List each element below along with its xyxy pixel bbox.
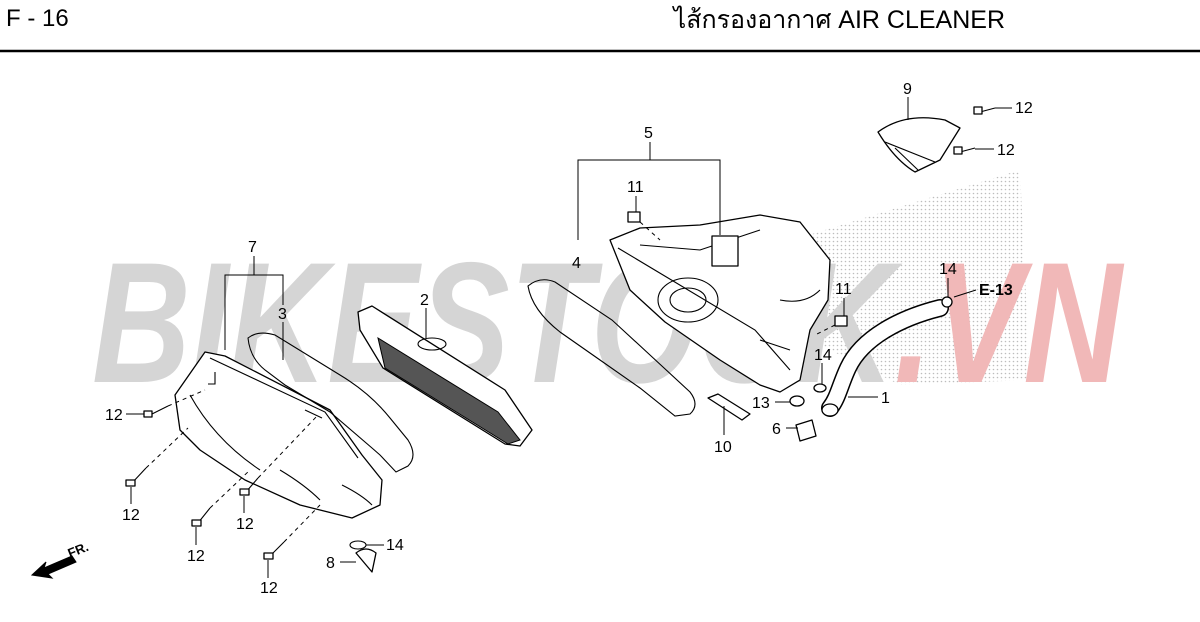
callout-6: 6: [772, 421, 781, 438]
bolt-11-top: [627, 211, 641, 223]
halftone-shading: [760, 170, 1030, 385]
reference-e13: E-13: [979, 282, 1013, 299]
callout-12-bottom-left: 12: [187, 548, 205, 565]
callout-4: 4: [572, 255, 581, 272]
callout-12-top-right: 12: [1015, 100, 1033, 117]
watermark-accent: VN: [932, 227, 1125, 419]
part-air-cleaner-cover: [174, 351, 383, 519]
callout-3: 3: [278, 306, 287, 323]
callout-14-bottom: 14: [386, 537, 404, 554]
callout-8: 8: [326, 555, 335, 572]
callout-12-left-lower: 12: [122, 507, 140, 524]
clamp-14-center: [813, 383, 827, 393]
front-direction-indicator: FR.: [30, 539, 91, 579]
callout-7: 7: [248, 239, 257, 256]
page-code: F - 16: [6, 5, 69, 32]
callout-1: 1: [881, 390, 890, 407]
callout-12-middle: 12: [236, 516, 254, 533]
callout-14-top-right: 14: [939, 261, 957, 278]
callout-labels: 1 2 3 4 5 6 7 8 9 10 11 11 12 12 12 12 1…: [105, 81, 1033, 597]
callout-9: 9: [903, 81, 912, 98]
leader-lines: [126, 97, 1012, 578]
arrow-left-icon: [30, 555, 77, 579]
callout-13: 13: [752, 395, 770, 412]
callout-12-right: 12: [997, 142, 1015, 159]
part-gasket-cover: [247, 332, 414, 473]
front-label: FR.: [66, 539, 91, 561]
part-plug: [795, 419, 817, 442]
part-air-cleaner-case: [609, 214, 831, 393]
bolt-11-right: [834, 315, 848, 327]
callout-10: 10: [714, 439, 732, 456]
callout-11-top: 11: [627, 179, 644, 196]
part-cover-top: [877, 117, 961, 173]
callout-12-left: 12: [105, 407, 123, 424]
part-filter-element: [357, 305, 533, 447]
callout-12-bottom: 12: [260, 580, 278, 597]
part-drain-plug: [349, 540, 377, 573]
callout-11-right: 11: [835, 281, 852, 298]
part-bracket: [707, 393, 751, 421]
screws: [125, 106, 996, 560]
clamp-13: [789, 395, 805, 407]
callout-5: 5: [644, 125, 653, 142]
part-gasket-case: [527, 279, 696, 417]
part-drain-tube: [821, 299, 949, 417]
page-title: ไส้กรองอากาศ AIR CLEANER: [672, 5, 1005, 34]
callout-2: 2: [420, 292, 429, 309]
callout-14-center: 14: [814, 347, 832, 364]
clamp-14-top-right: [941, 296, 953, 308]
